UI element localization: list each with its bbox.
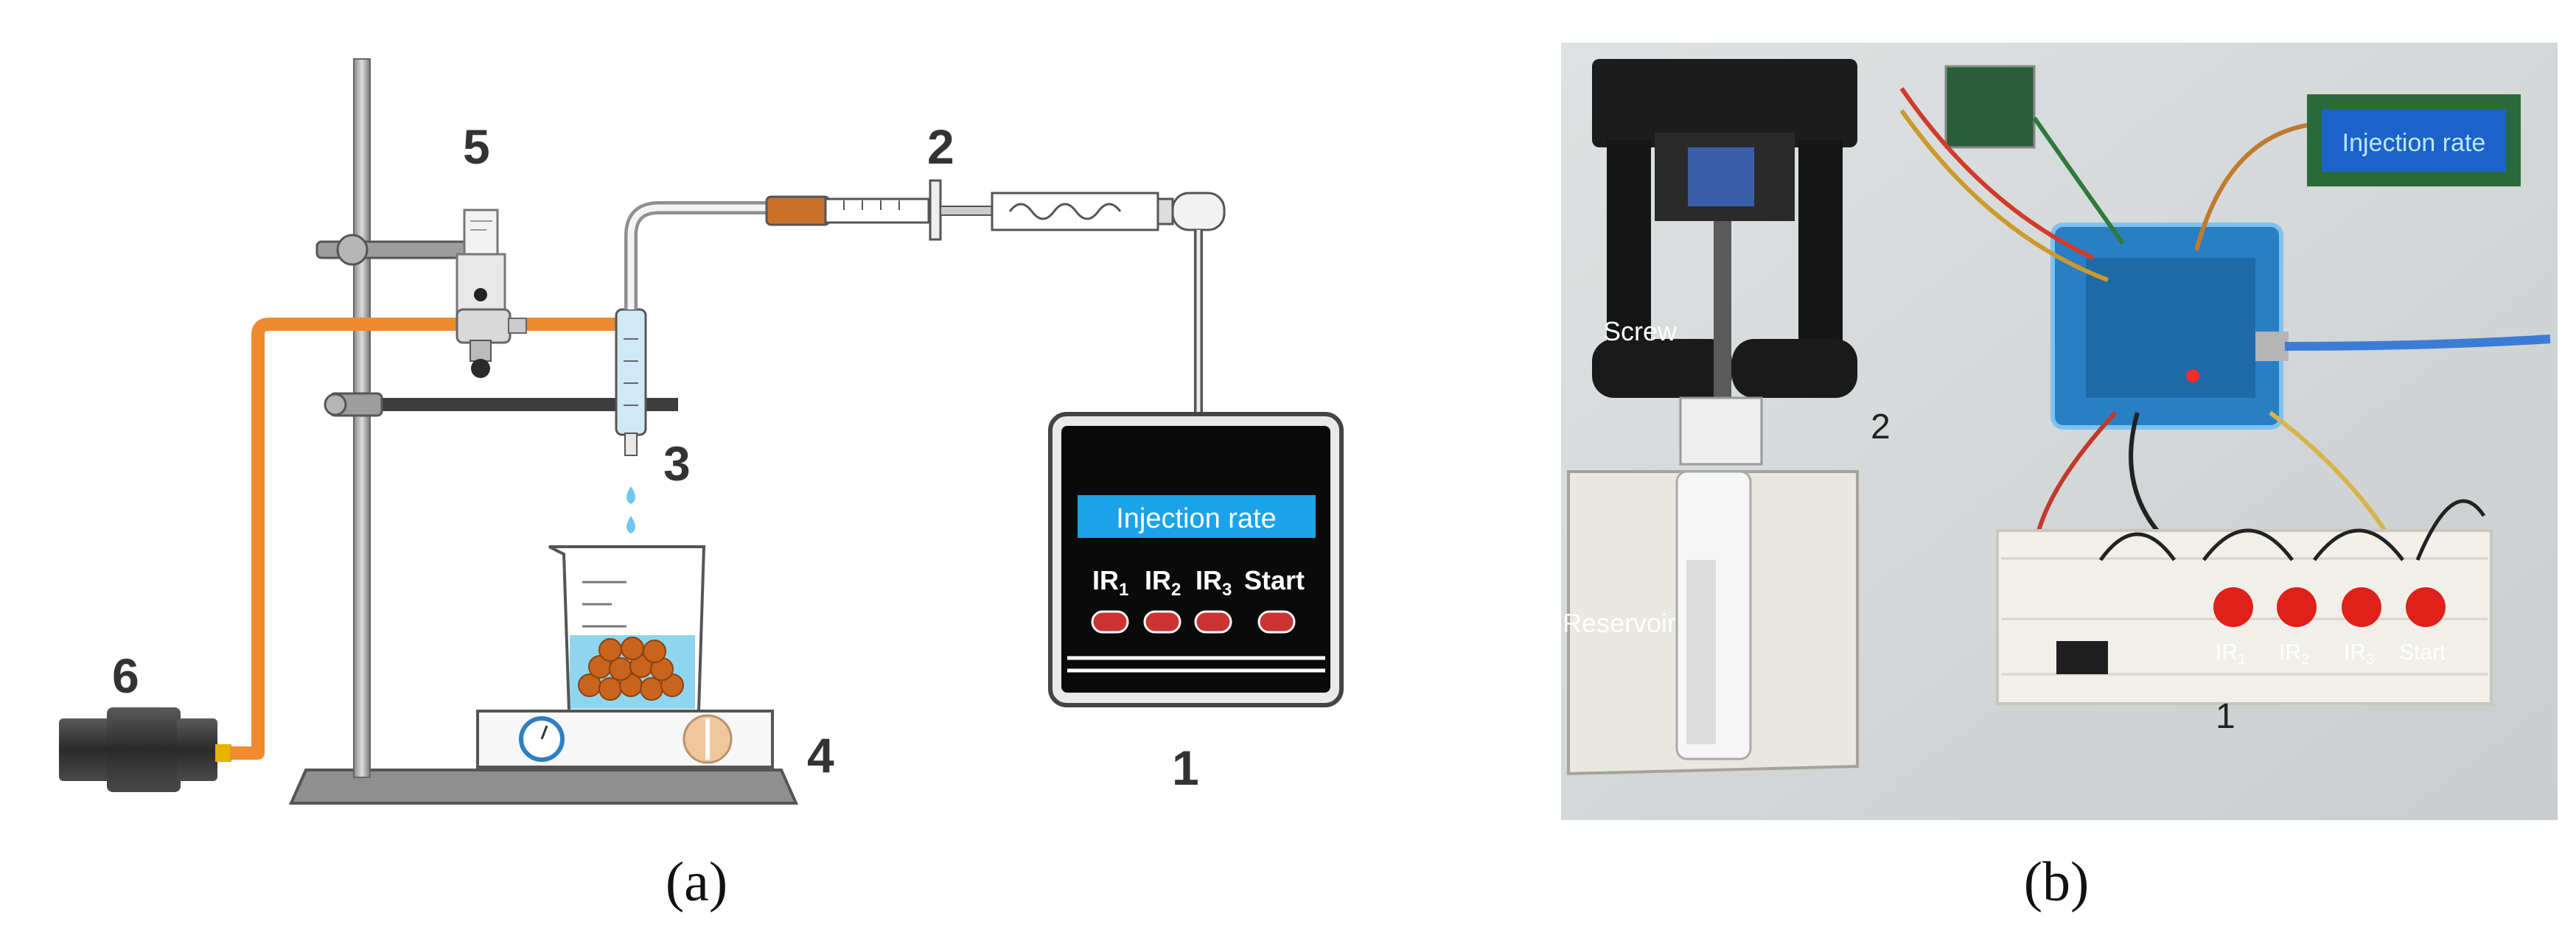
lcd-module [2307, 94, 2521, 186]
marker-5: 5 [463, 119, 490, 174]
panel-a-schematic: Injection rate IR1 IR2 IR3 Start 1 2 3 4… [59, 58, 1344, 913]
marker-2: 2 [927, 119, 954, 174]
lcd-text: Injection rate [2342, 129, 2486, 157]
marker-4: 4 [807, 728, 834, 783]
device-button-label-ir2: IR2 [1145, 565, 1181, 600]
valve [455, 209, 527, 378]
reservoir-bracket [1567, 470, 1859, 776]
wires [1899, 87, 2551, 577]
pump-frame [1592, 59, 1857, 466]
dropping-column [615, 308, 647, 533]
controller-device [1048, 412, 1344, 707]
device-button-label-start: Start [1244, 565, 1305, 595]
device-button-label-ir3: IR3 [1195, 565, 1232, 600]
syringe [765, 179, 1226, 416]
vacuum-tube [230, 318, 623, 760]
caption-a: (a) [666, 851, 727, 913]
photo-label-1: 1 [2216, 697, 2235, 736]
driver-board [1944, 65, 2036, 149]
photo-label-reservoir: Reservoir [1563, 608, 1676, 638]
vacuum-pump [59, 707, 231, 792]
marker-3: 3 [663, 436, 691, 491]
marker-6: 6 [112, 648, 139, 703]
retort-stand [288, 58, 799, 805]
marker-1: 1 [1172, 741, 1199, 795]
device-button-label-ir1: IR1 [1092, 565, 1128, 600]
photo-buttons [2213, 587, 2446, 627]
caption-b: (b) [2024, 851, 2090, 913]
device-display-text: Injection rate [1116, 503, 1277, 534]
photo-button-label-ir2: IR2 [2279, 640, 2309, 668]
magnetic-stirrer [476, 710, 774, 769]
beaker [548, 545, 706, 713]
panel-b-photo: Screw Reservoir 2 Injection rate [1561, 43, 2558, 913]
photo-button-label-start: Start [2399, 640, 2446, 665]
photo-label-screw: Screw [1603, 316, 1678, 346]
photo-label-2: 2 [1871, 407, 1891, 447]
photo-button-label-ir1: IR1 [2216, 640, 2246, 668]
controller-board [2050, 223, 2289, 430]
photo-button-label-ir3: IR3 [2344, 640, 2374, 668]
feed-tube [624, 201, 774, 309]
